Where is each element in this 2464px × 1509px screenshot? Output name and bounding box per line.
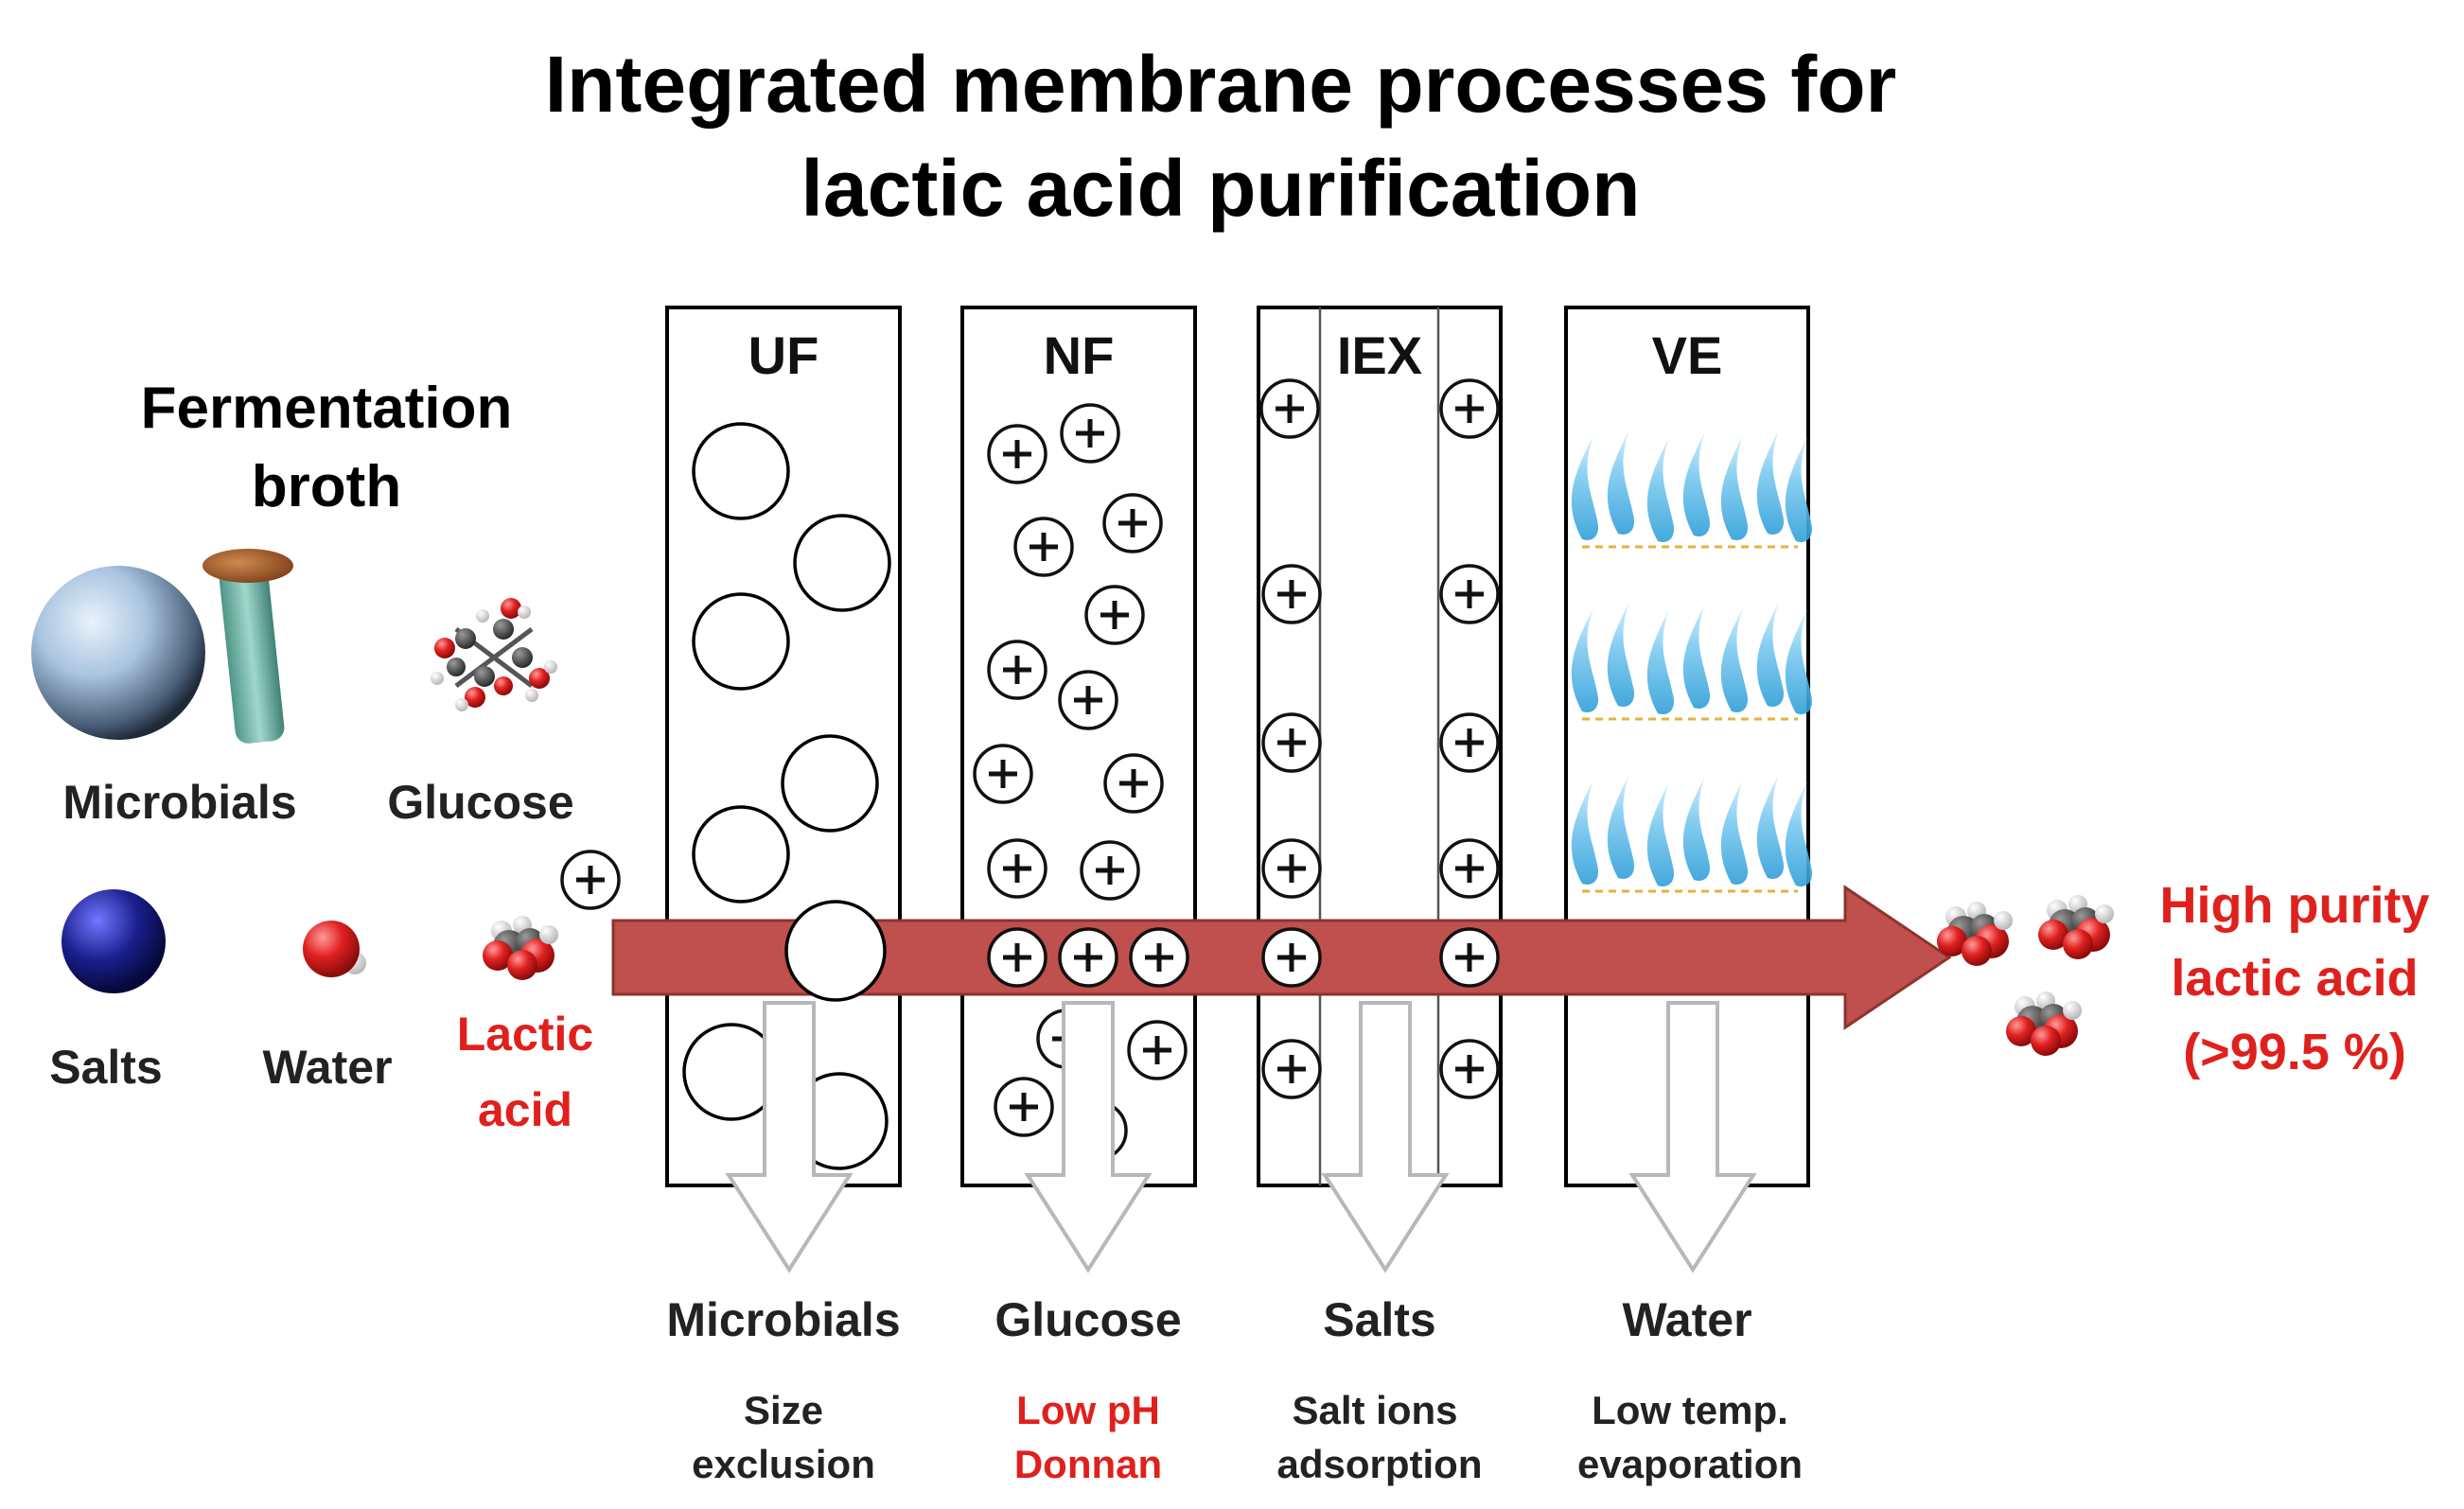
iex-mechanism-line-2: adsorption (1277, 1442, 1483, 1486)
label-glucose: Glucose (387, 776, 573, 829)
uf-label: UF (748, 325, 819, 385)
title-line-2: lactic acid purification (801, 144, 1641, 233)
ve-mechanism-line-2: evaporation (1577, 1442, 1803, 1486)
nf-mechanism-line-2: Donnan (1014, 1442, 1162, 1486)
label-lactic-line-2: acid (478, 1083, 572, 1136)
uf-mechanism-line-2: exclusion (692, 1442, 875, 1486)
label-water: Water (262, 1041, 392, 1094)
product-lactic-acid-icons (1937, 895, 2114, 1056)
nf-label: NF (1044, 325, 1115, 385)
lactic-acid-molecule-icon (483, 916, 558, 980)
stage-uf: UF (665, 306, 902, 1187)
ve-label: VE (1652, 325, 1723, 385)
uf-removed-label: Microbials (666, 1293, 900, 1346)
ve-mechanism-line-1: Low temp. (1592, 1388, 1788, 1432)
feed-cation-icon (562, 851, 619, 908)
microbe-rod-icon (202, 549, 293, 744)
iex-removal-arrow (1321, 1001, 1450, 1273)
product-line-2: lactic acid (2171, 950, 2418, 1007)
nf-removal-arrow (1024, 1001, 1153, 1273)
uf-pores (682, 422, 891, 1170)
uf-retained-microbe (784, 900, 887, 1002)
nf-removed-label: Glucose (994, 1293, 1181, 1346)
removal-arrows (725, 1001, 1757, 1273)
ve-removal-arrow (1628, 1001, 1757, 1273)
product-line-3: (>99.5 %) (2183, 1024, 2406, 1080)
ve-removed-label: Water (1622, 1293, 1751, 1346)
nf-mechanism-line-1: Low pH (1016, 1388, 1160, 1432)
feed-heading-line-1: Fermentation (141, 376, 513, 441)
product-line-1: High purity (2160, 877, 2430, 934)
title-line-1: Integrated membrane processes for (545, 40, 1897, 129)
iex-label: IEX (1337, 325, 1422, 385)
uf-removal-arrow (725, 1001, 854, 1273)
uf-mechanism-line-1: Size (744, 1388, 823, 1432)
water-molecule-icon (303, 921, 366, 977)
glucose-molecule-icon (431, 598, 557, 711)
feed-heading-line-2: broth (252, 454, 401, 519)
iex-removed-label: Salts (1323, 1293, 1436, 1346)
label-microbials: Microbials (62, 776, 296, 829)
vapor-flame-icon (1572, 430, 1812, 893)
label-salts: Salts (49, 1041, 163, 1094)
salt-sphere-icon (62, 889, 166, 993)
label-lactic-line-1: Lactic (457, 1008, 594, 1061)
iex-mechanism-line-1: Salt ions (1292, 1388, 1457, 1432)
microbe-sphere-icon (31, 566, 205, 740)
